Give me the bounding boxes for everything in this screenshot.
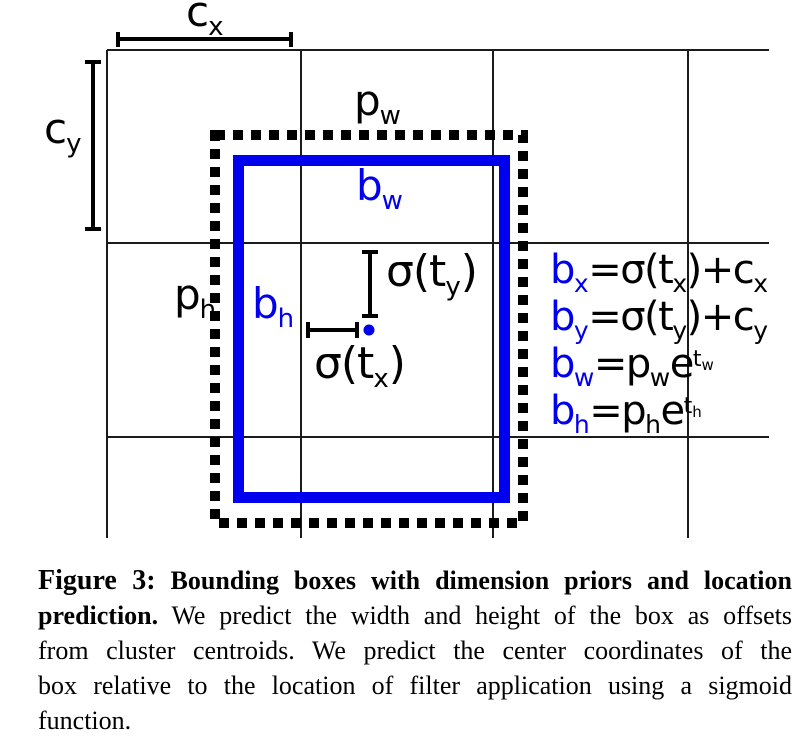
equation-bw-lhs-sub: w [573,362,594,392]
label-sigma-ty-pre: σ(t [386,246,446,297]
equation-bw-mid-sub: w [649,362,670,392]
label-pw-sub: w [379,101,401,132]
label-pw: pw [354,80,401,132]
caption-body-line4: box relative to the location of filter a… [38,671,792,700]
prior-box-dotted-rect [210,130,528,528]
label-bh: bh [252,283,295,335]
label-sigma-tx-pre: σ(t [314,338,374,389]
equation-by-mid: =σ(t [588,294,674,340]
equation-bh: bh=pheth [550,391,702,437]
equation-by-tail: )+c [686,294,755,340]
equation-bx-tail-sub: x [753,268,768,298]
equation-bh-e: e [660,388,686,434]
label-cy-base: c [44,104,67,153]
equation-bh-exp-t: t [683,394,693,419]
equation-bx-mid-sub: x [672,268,687,298]
equation-by-mid-sub: y [672,315,687,345]
label-sigma-tx-post: ) [388,338,406,389]
equation-bx-lhs: b [550,247,575,293]
label-cy-sub: y [66,129,82,160]
caption-title-part1: Bounding boxes with dimension priors and… [155,566,792,595]
label-ph: ph [174,274,217,326]
equation-bw-e: e [669,341,695,387]
equation-bw-mid: =p [593,341,651,387]
label-cx-sub: x [208,12,224,43]
caption-title-part2: prediction. [38,601,159,630]
label-pw-base: p [354,76,381,125]
label-bh-sub: h [277,304,295,335]
label-sigma-tx: σ(tx) [314,342,406,395]
bounding-box-diagram [85,32,769,538]
label-sigma-ty-post: ) [460,246,478,297]
equation-bw-exp-t: t [692,347,702,372]
label-sigma-tx-sub: x [373,364,389,395]
equation-bx-mid: =σ(t [588,247,674,293]
equation-bh-lhs: b [550,388,575,434]
label-sigma-ty-sub: y [445,272,461,303]
caption-line-3: from cluster centroids. We predict the c… [38,633,792,668]
caption-figure-label: Figure 3: [38,565,156,596]
equation-by-tail-sub: y [753,315,768,345]
equation-bh-lhs-sub: h [573,409,590,439]
label-bw-sub: w [381,186,403,217]
equation-bh-exponent: th [683,394,702,421]
equation-bx-lhs-sub: x [573,268,589,298]
caption-line-4: box relative to the location of filter a… [38,668,792,703]
equation-bx: bx=σ(tx)+cx [550,250,768,296]
figure-caption: Figure 3: Bounding boxes with dimension … [38,563,792,738]
label-bw-base: b [356,161,383,210]
label-cy: cy [44,108,82,160]
caption-line-5: function. [38,703,792,738]
label-ph-sub: h [199,295,217,326]
label-sigma-ty: σ(ty) [386,250,478,303]
box-center-dot [363,324,375,336]
label-ph-base: p [174,270,201,319]
equation-by-lhs: b [550,294,575,340]
caption-body-line2: We predict the width and height of the b… [158,601,792,630]
label-cx-base: c [186,0,209,36]
equation-bh-exp-sub: h [692,402,702,421]
equation-bw: bw=pwetw [550,344,714,390]
equation-bw-exp-sub: w [701,355,714,374]
equation-by: by=σ(ty)+cy [550,297,768,343]
equation-by-lhs-sub: y [573,315,589,345]
label-bh-base: b [252,279,279,328]
label-bw: bw [356,165,403,217]
label-cx: cx [186,0,223,40]
caption-line-1: Figure 3: Bounding boxes with dimension … [38,563,792,598]
equation-bh-mid: =p [589,388,646,434]
caption-body-line3: from cluster centroids. We predict the c… [38,636,792,665]
equation-bw-lhs: b [550,341,575,387]
equation-bw-exponent: tw [692,347,714,374]
caption-line-2: prediction. We predict the width and hei… [38,598,792,633]
predicted-box-blue-rect [233,155,510,503]
caption-body-line5: function. [38,706,132,735]
equation-bh-mid-sub: h [645,409,661,439]
equation-bx-tail: )+c [686,247,755,293]
